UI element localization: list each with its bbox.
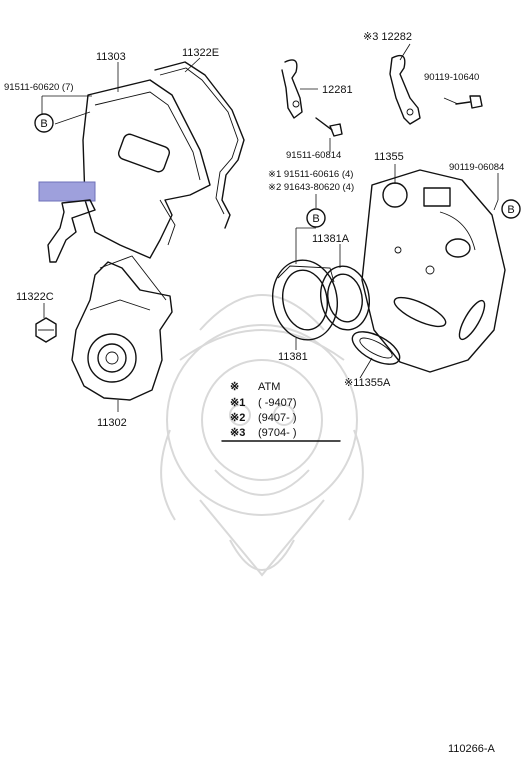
part-12282-bracket[interactable] <box>389 54 421 125</box>
label-12281[interactable]: 12281 <box>322 84 353 96</box>
label-11322E[interactable]: 11322E <box>182 47 219 59</box>
label-11303[interactable]: 11303 <box>96 51 126 63</box>
svg-text:B: B <box>40 118 47 130</box>
part-11381A-seal[interactable] <box>316 262 374 333</box>
part-90119-10640-bolt[interactable] <box>455 95 483 109</box>
label-91511-60814[interactable]: 91511-60814 <box>286 150 341 161</box>
diagram-code: 110266-A <box>448 743 496 755</box>
part-12281-bracket[interactable] <box>281 59 303 119</box>
part-11355A-gasket[interactable] <box>347 325 404 371</box>
part-11302-lower-cover[interactable] <box>71 255 173 401</box>
label-11381[interactable]: 11381 <box>278 351 308 363</box>
label-91643-80620[interactable]: ※2 91643-80620 (4) <box>268 182 354 193</box>
label-11355A[interactable]: ※11355A <box>344 377 391 389</box>
legend-val-3: (9704- ) <box>258 427 297 439</box>
label-11302[interactable]: 11302 <box>97 417 127 429</box>
legend-val-0: ATM <box>258 381 280 393</box>
part-11355-back-plate[interactable] <box>361 169 506 373</box>
svg-text:B: B <box>507 204 514 216</box>
label-91511-60620[interactable]: 91511-60620 (7) <box>4 82 74 93</box>
leader-lines <box>41 43 499 412</box>
part-11381-retainer[interactable] <box>267 255 344 345</box>
label-11355[interactable]: 11355 <box>374 151 404 163</box>
legend-val-2: (9407- ) <box>258 412 297 424</box>
svg-text:B: B <box>312 213 319 225</box>
label-12282[interactable]: ※3 12282 <box>363 31 412 43</box>
watermark-emblem <box>160 294 364 577</box>
callout-b-center: B <box>306 208 326 228</box>
legend-key-0: ※ <box>230 381 239 393</box>
label-11322C[interactable]: 11322C <box>16 291 54 303</box>
callout-b-left: B <box>34 113 54 133</box>
part-11322C-plug[interactable] <box>35 317 57 343</box>
label-91511-60616[interactable]: ※1 91511-60616 (4) <box>268 169 353 180</box>
legend-val-1: ( -9407) <box>258 397 297 409</box>
callout-b-right: B <box>501 199 521 219</box>
applicability-legend: ※ ATM ※1 ( -9407) ※2 (9407- ) ※3 (9704- … <box>221 381 341 442</box>
legend-key-1: ※1 <box>230 397 245 409</box>
label-90119-06084[interactable]: 90119-06084 <box>449 162 504 173</box>
label-90119-10640[interactable]: 90119-10640 <box>424 72 479 83</box>
label-11381A[interactable]: 11381A <box>312 233 350 245</box>
part-91511-60814-bolt[interactable] <box>315 117 343 137</box>
part-11322E-gasket[interactable] <box>154 61 245 229</box>
legend-key-3: ※3 <box>230 427 245 439</box>
legend-key-2: ※2 <box>230 412 245 424</box>
highlighted-part-gasket[interactable] <box>38 181 96 263</box>
part-11303-upper-cover[interactable] <box>82 79 211 259</box>
